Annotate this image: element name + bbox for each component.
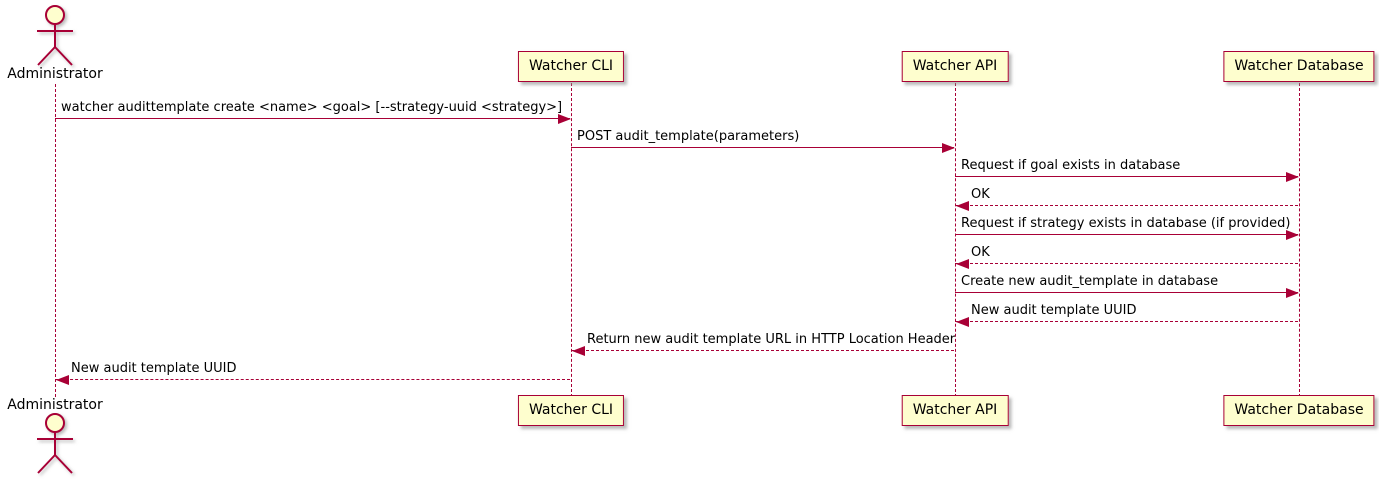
participant-box-watcher-api: Watcher API xyxy=(901,395,1009,426)
message-label: Request if goal exists in database xyxy=(961,158,1181,173)
participant-box-watcher-api: Watcher API xyxy=(901,51,1009,82)
arrowhead-icon xyxy=(1286,288,1299,298)
lifeline-watcher-db xyxy=(1299,83,1300,397)
message-label: POST audit_template(parameters) xyxy=(577,129,800,144)
message-line xyxy=(955,176,1298,177)
arrowhead-icon xyxy=(956,259,969,269)
lifeline-watcher-api xyxy=(955,83,956,397)
arrowhead-icon xyxy=(956,201,969,211)
participant-box-watcher-db: Watcher Database xyxy=(1223,51,1375,82)
arrowhead-icon xyxy=(572,346,585,356)
actor-icon xyxy=(25,412,85,480)
message-label: Create new audit_template in database xyxy=(961,274,1219,289)
message-line xyxy=(955,205,1298,206)
message-label: Return new audit template URL in HTTP Lo… xyxy=(587,332,956,347)
message-line xyxy=(955,321,1298,322)
arrowhead-icon xyxy=(942,143,955,153)
message-label: New audit template UUID xyxy=(71,361,237,376)
arrowhead-icon xyxy=(1286,230,1299,240)
message-line xyxy=(955,292,1298,293)
arrowhead-icon xyxy=(956,317,969,327)
participant-box-watcher-cli: Watcher CLI xyxy=(517,51,625,82)
actor-icon xyxy=(25,4,85,72)
arrowhead-icon xyxy=(56,375,69,385)
actor-label: Administrator xyxy=(7,66,103,82)
message-line xyxy=(55,118,570,119)
message-line xyxy=(571,350,954,351)
message-label: OK xyxy=(971,245,990,260)
message-line xyxy=(55,379,570,380)
message-line xyxy=(955,234,1298,235)
message-line xyxy=(571,147,954,148)
participant-box-watcher-cli: Watcher CLI xyxy=(517,395,625,426)
arrowhead-icon xyxy=(558,114,571,124)
actor-label: Administrator xyxy=(7,397,103,413)
message-label: New audit template UUID xyxy=(971,303,1137,318)
message-label: OK xyxy=(971,187,990,202)
message-label: watcher audittemplate create <name> <goa… xyxy=(61,100,563,115)
participant-box-watcher-db: Watcher Database xyxy=(1223,395,1375,426)
arrowhead-icon xyxy=(1286,172,1299,182)
message-label: Request if strategy exists in database (… xyxy=(961,216,1291,231)
message-line xyxy=(955,263,1298,264)
lifeline-watcher-cli xyxy=(571,83,572,397)
lifeline-administrator xyxy=(55,84,56,397)
